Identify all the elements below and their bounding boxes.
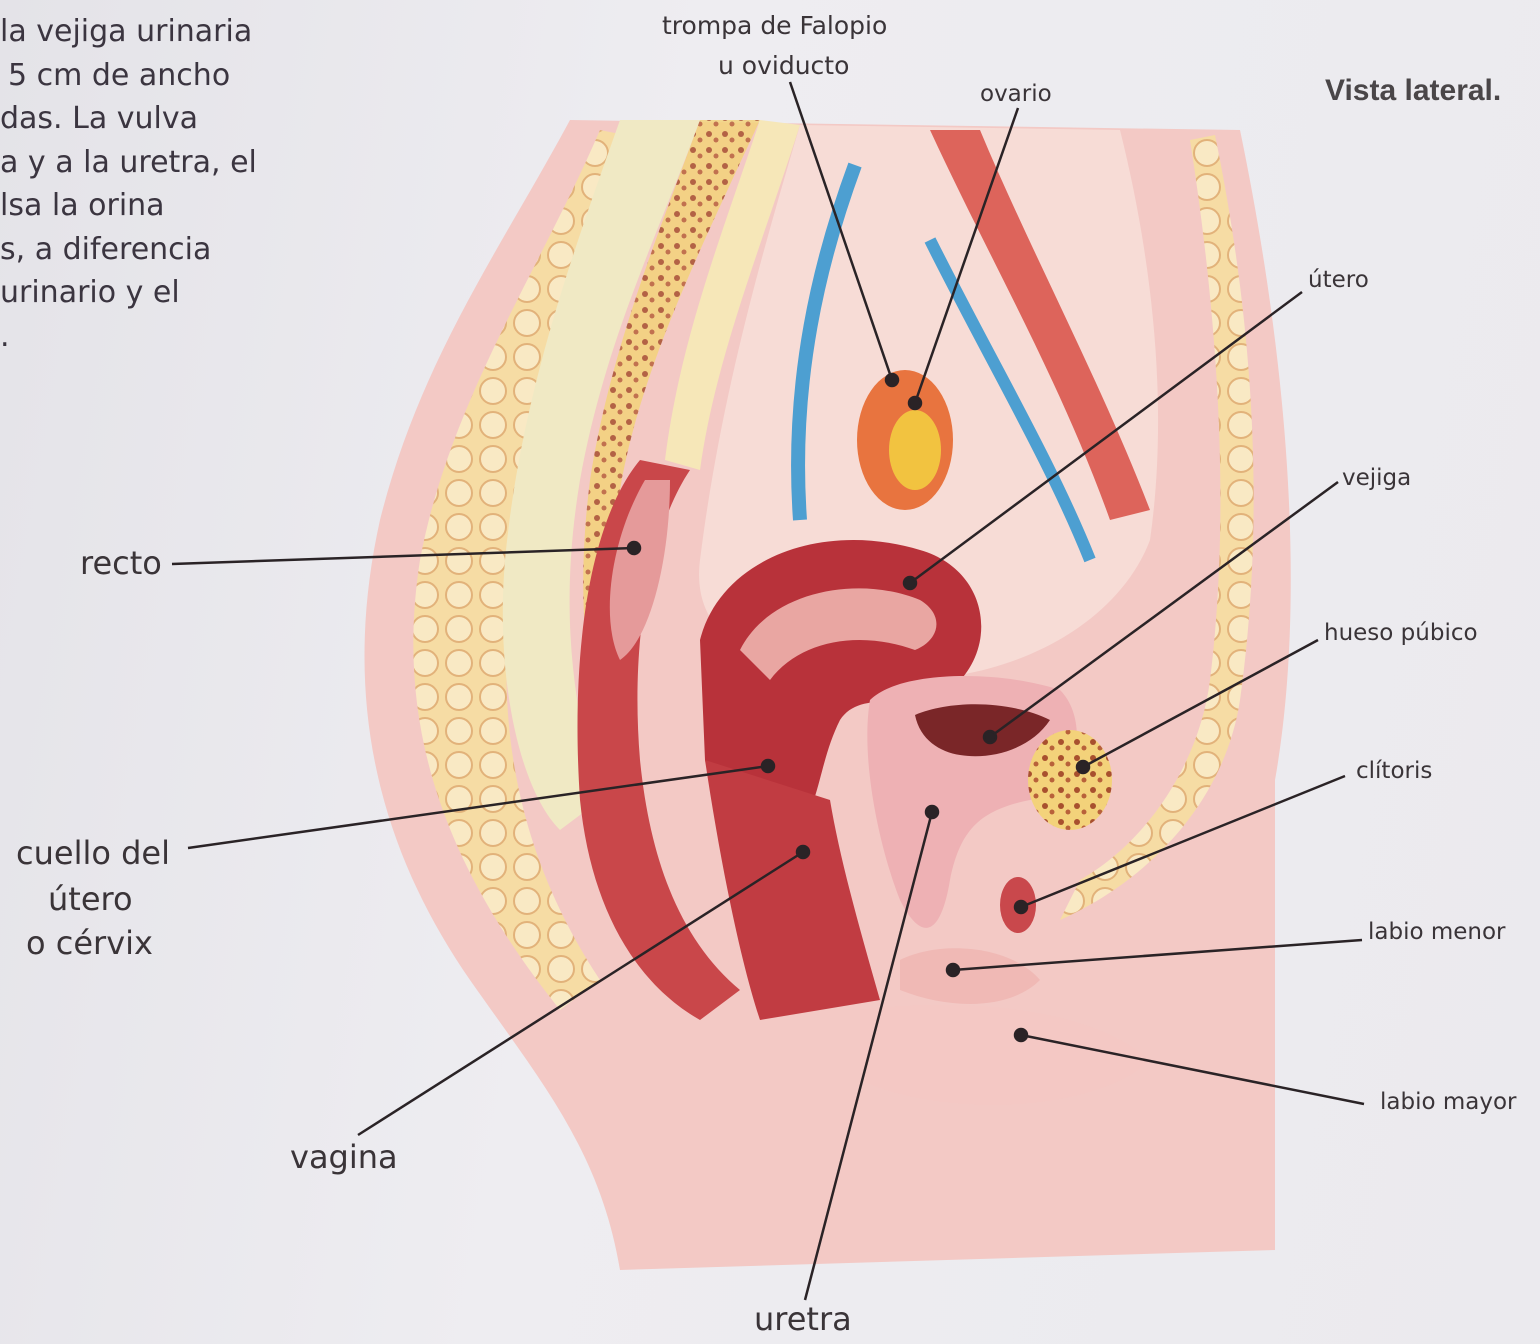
body-section <box>364 120 1290 1270</box>
leader-dot-clitoris <box>1015 901 1027 913</box>
leader-dot-vejiga <box>984 731 996 743</box>
label-cuello-line3: o cérvix <box>26 926 153 961</box>
leader-dot-labio-menor <box>947 964 959 976</box>
leader-dot-ovario <box>909 397 921 409</box>
label-ovario: ovario <box>980 82 1052 107</box>
label-trompa-line2: u oviducto <box>718 52 849 80</box>
label-labio-menor: labio menor <box>1368 920 1506 945</box>
label-vagina: vagina <box>290 1140 398 1175</box>
label-trompa-line1: trompa de Falopio <box>662 12 887 40</box>
leader-dot-hueso-pubico <box>1077 761 1089 773</box>
label-recto: recto <box>80 546 162 581</box>
label-labio-mayor: labio mayor <box>1380 1090 1517 1115</box>
leader-dot-recto <box>628 542 640 554</box>
label-cuello-line2: útero <box>48 882 133 917</box>
leader-dot-cuello <box>762 760 774 772</box>
label-hueso-pubico: hueso púbico <box>1324 621 1478 646</box>
leader-dot-labio-mayor <box>1015 1029 1027 1041</box>
diagram-title: Vista lateral. <box>1325 74 1501 107</box>
leader-dot-trompa <box>886 374 898 386</box>
leader-dot-uretra <box>926 806 938 818</box>
leader-dot-utero <box>904 577 916 589</box>
label-utero: útero <box>1308 268 1369 293</box>
leader-dot-vagina <box>797 846 809 858</box>
label-clitoris: clítoris <box>1356 759 1432 784</box>
label-vejiga: vejiga <box>1342 466 1411 491</box>
label-cuello-line1: cuello del <box>16 836 170 871</box>
label-uretra: uretra <box>754 1302 852 1337</box>
